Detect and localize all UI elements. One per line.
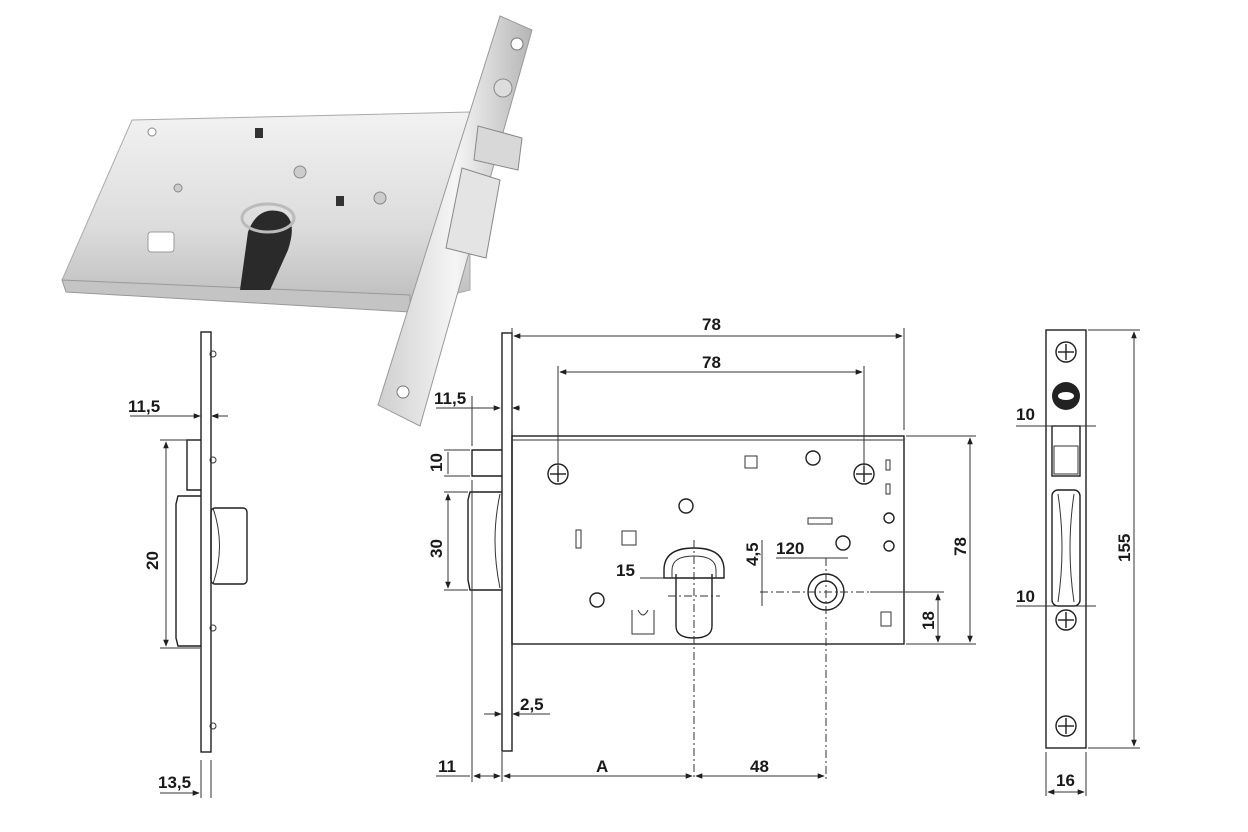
dim-front-faceplate-offset: 11,5 [434,389,466,408]
front-view: 78 78 11,5 10 30 15 4,5 120 78 [427,315,976,782]
dim-front-total-width: 78 [702,315,721,334]
dim-front-center-distance: 48 [750,757,769,776]
dim-front-pin-small: 4,5 [743,542,762,566]
dim-front-keyhole-offset: 15 [616,561,635,580]
dim-front-hole-spacing: 78 [702,353,721,372]
dim-plate-height: 155 [1115,534,1134,562]
dim-front-backset: A [596,757,608,776]
dim-front-faceplate-thickness: 2,5 [520,695,544,714]
dim-plate-bottom-offset: 10 [1016,587,1035,606]
dim-side-faceplate-offset: 11,5 [128,397,160,416]
dim-front-bottom-offset: 18 [919,611,938,630]
side-view: 11,5 20 13,5 [128,331,248,798]
dim-side-latch-height: 20 [143,551,162,570]
dim-plate-width: 16 [1056,771,1075,790]
dim-side-bottom-depth: 13,5 [158,773,191,792]
dim-front-bottom-11: 11 [438,757,456,776]
dim-front-handle-small: 120 [776,539,804,558]
dim-front-latch-height: 30 [427,539,446,558]
lock-product-rendering [61,15,533,427]
faceplate-view: 10 10 155 16 [1016,329,1140,796]
dim-plate-top-offset: 10 [1016,405,1035,424]
dim-front-body-height: 78 [951,537,970,556]
dim-front-deadbolt-height: 10 [427,453,446,472]
